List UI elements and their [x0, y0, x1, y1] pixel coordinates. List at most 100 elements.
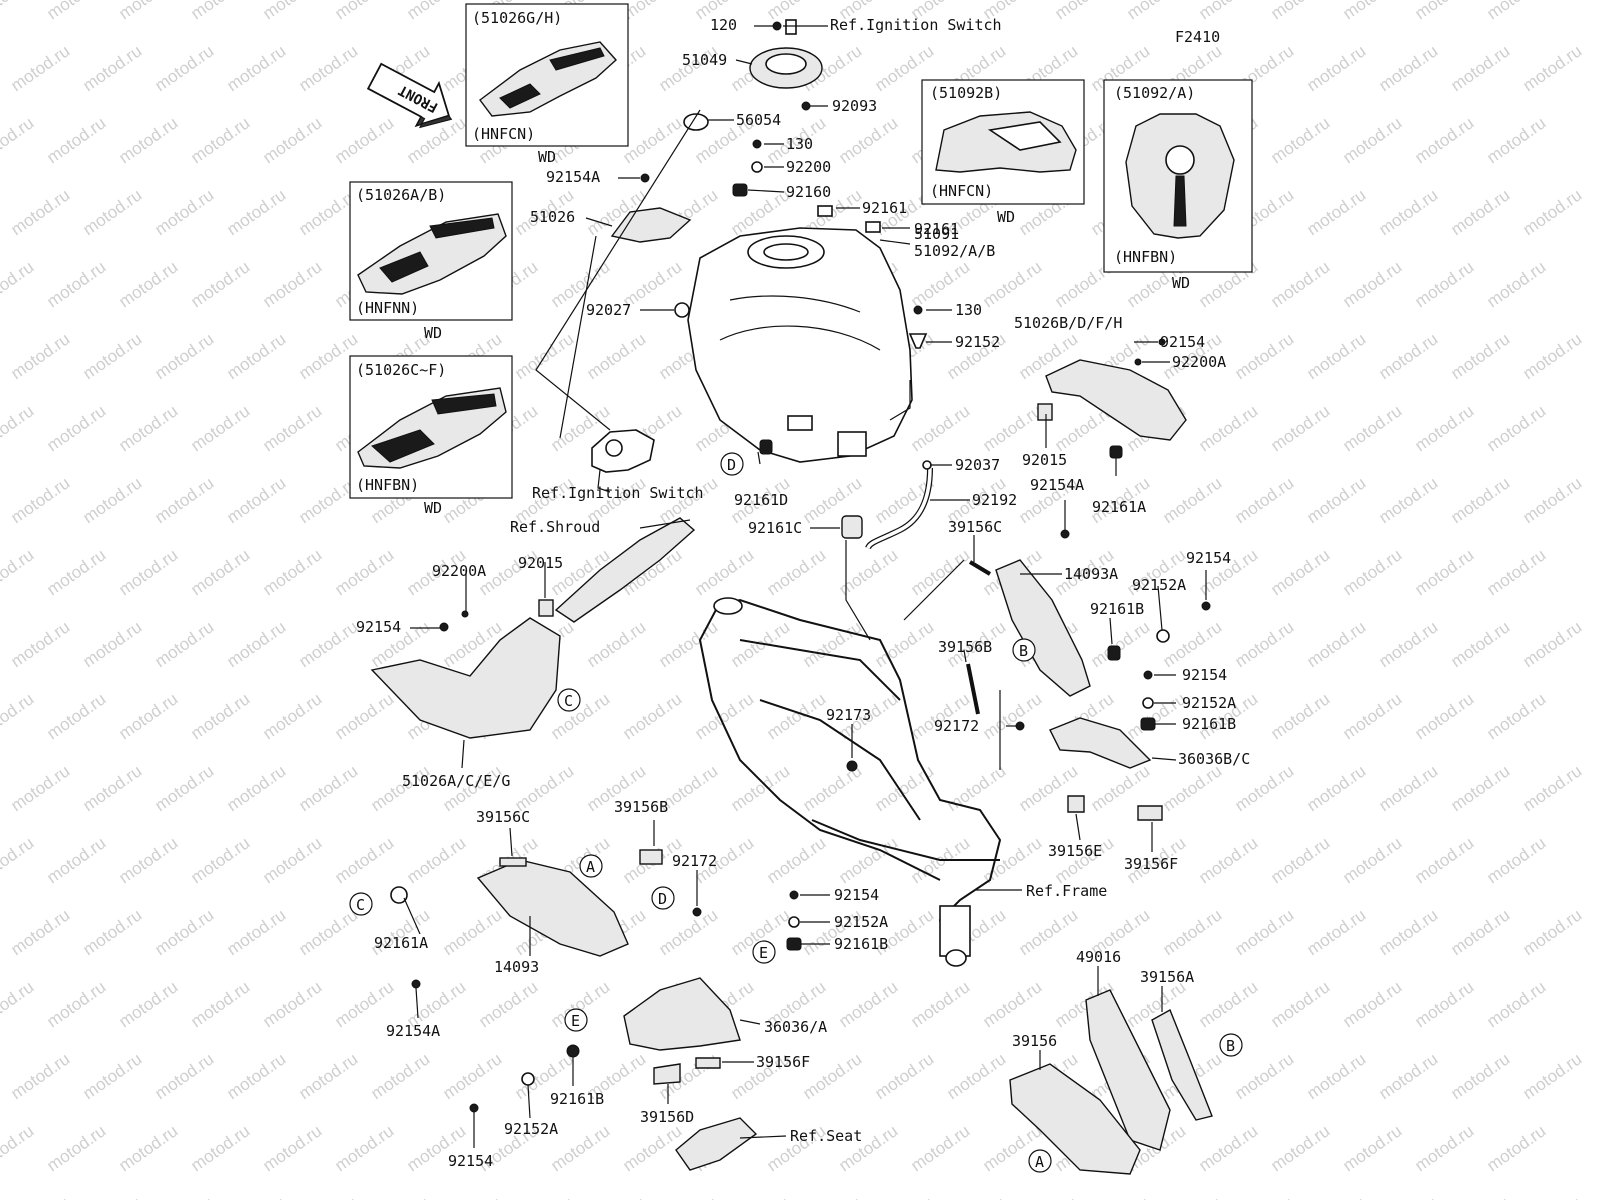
part-label[interactable]: 92152A — [504, 1120, 558, 1138]
part-label[interactable]: 92154 — [356, 618, 401, 636]
part-label[interactable]: 92172 — [672, 852, 717, 870]
watermark-text: motod.ru — [655, 1193, 721, 1200]
part-label[interactable]: 39156 — [1012, 1032, 1057, 1050]
part-label[interactable]: 39156F — [756, 1053, 810, 1071]
watermark-text: motod.ru — [835, 545, 901, 599]
part-label[interactable]: 51091 — [914, 225, 959, 243]
part-label[interactable]: 92192 — [972, 491, 1017, 509]
watermark-text: motod.ru — [295, 617, 361, 671]
part-label[interactable]: 39156C — [948, 518, 1002, 536]
part-label[interactable]: 36036/A — [764, 1018, 827, 1036]
part-label[interactable]: 92152A — [1182, 694, 1236, 712]
watermark-text: motod.ru — [223, 905, 289, 959]
watermark-text: motod.ru — [763, 689, 829, 743]
watermark-text: motod.ru — [7, 761, 73, 815]
watermark-text: motod.ru — [1159, 473, 1225, 527]
watermark-text: motod.ru — [439, 1049, 505, 1103]
watermark-text: motod.ru — [1483, 545, 1549, 599]
part-label[interactable]: 92154 — [1182, 666, 1227, 684]
callout-d-left[interactable]: D — [651, 886, 675, 910]
part-label[interactable]: 39156A — [1140, 968, 1194, 986]
watermark-text: motod.ru — [223, 473, 289, 527]
part-label[interactable]: 92027 — [586, 301, 631, 319]
part-label[interactable]: 120 — [710, 16, 737, 34]
part-label[interactable]: 92154A — [1030, 476, 1084, 494]
callout-c-lower[interactable]: C — [349, 892, 373, 916]
callout-a-lower[interactable]: A — [1028, 1149, 1052, 1173]
part-label[interactable]: 92160 — [786, 183, 831, 201]
part-label[interactable]: 56054 — [736, 111, 781, 129]
callout-b-lower[interactable]: B — [1219, 1033, 1243, 1057]
callout-e-center[interactable]: E — [752, 940, 776, 964]
callout-c-left[interactable]: C — [557, 688, 581, 712]
part-label[interactable]: 51092/A/B — [914, 242, 995, 260]
part-label[interactable]: 14093 — [494, 958, 539, 976]
watermark-text: motod.ru — [907, 977, 973, 1031]
part-label[interactable]: 39156D — [640, 1108, 694, 1126]
callout-e-left[interactable]: E — [564, 1008, 588, 1032]
part-label[interactable]: 92015 — [1022, 451, 1067, 469]
part-label[interactable]: 130 — [786, 135, 813, 153]
part-label[interactable]: 39156E — [1048, 842, 1102, 860]
part-label[interactable]: 92154A — [386, 1022, 440, 1040]
part-label[interactable]: 92161A — [1092, 498, 1146, 516]
part-label[interactable]: 92200A — [1172, 353, 1226, 371]
watermark-text: motod.ru — [1015, 905, 1081, 959]
part-label[interactable]: 39156C — [476, 808, 530, 826]
watermark-text: motod.ru — [763, 833, 829, 887]
part-label[interactable]: 92161B — [1090, 600, 1144, 618]
part-label[interactable]: 36036B/C — [1178, 750, 1250, 768]
part-label[interactable]: 92161B — [1182, 715, 1236, 733]
part-label[interactable]: 92161 — [914, 220, 959, 238]
part-label[interactable]: 92161B — [550, 1090, 604, 1108]
callout-circles[interactable]: D C B A D C E E — [349, 452, 1243, 1173]
part-label[interactable]: 92161C — [748, 519, 802, 537]
part-label[interactable]: Ref.Seat — [790, 1127, 862, 1145]
part-label[interactable]: 92200 — [786, 158, 831, 176]
part-label[interactable]: 92152A — [1132, 576, 1186, 594]
part-label[interactable]: 92154 — [834, 886, 879, 904]
part-label[interactable]: 92161B — [834, 935, 888, 953]
part-label[interactable]: 39156B — [938, 638, 992, 656]
part-label[interactable]: 51026B/D/F/H — [1014, 314, 1122, 332]
part-label[interactable]: 92037 — [955, 456, 1000, 474]
part-label[interactable]: 92152A — [834, 913, 888, 931]
part-label[interactable]: 130 — [955, 301, 982, 319]
watermark-text: motod.ru — [259, 833, 325, 887]
part-label[interactable]: 92154A — [546, 168, 600, 186]
part-label[interactable]: 92161 — [862, 199, 907, 217]
part-label[interactable]: 92015 — [518, 554, 563, 572]
part-label[interactable]: 92161A — [374, 934, 428, 952]
watermark-text: motod.ru — [115, 833, 181, 887]
watermark-text: motod.ru — [151, 185, 217, 239]
variant-box-51092a: (51092/A) (HNFBN) WD — [1103, 79, 1253, 292]
part-label[interactable]: 51026 — [530, 208, 575, 226]
part-label[interactable]: 92161D — [734, 491, 788, 509]
part-label[interactable]: 51049 — [682, 51, 727, 69]
part-label[interactable]: Ref.Shroud — [510, 518, 600, 536]
part-label[interactable]: 92173 — [826, 706, 871, 724]
part-label[interactable]: 92152 — [955, 333, 1000, 351]
part-label[interactable]: 92154 — [448, 1152, 493, 1170]
callout-d-upper[interactable]: D — [720, 452, 744, 476]
watermark-text: motod.ru — [0, 401, 37, 455]
part-label[interactable]: 39156F — [1124, 855, 1178, 873]
part-label[interactable]: Ref.Ignition Switch — [532, 484, 704, 502]
part-label[interactable]: Ref.Ignition Switch — [830, 16, 1002, 34]
part-label[interactable]: Ref.Frame — [1026, 882, 1107, 900]
watermark-text: motod.ru — [1375, 473, 1441, 527]
part-label[interactable]: 92200A — [432, 562, 486, 580]
watermark-text: motod.ru — [1483, 833, 1549, 887]
part-label[interactable]: 92172 — [934, 717, 979, 735]
part-label[interactable]: 92093 — [832, 97, 877, 115]
part-label[interactable]: 49016 — [1076, 948, 1121, 966]
part-label[interactable]: 92154 — [1186, 549, 1231, 567]
callout-a-left[interactable]: A — [579, 854, 603, 878]
watermark-text: motod.ru — [727, 1193, 793, 1200]
callout-b-right[interactable]: B — [1012, 638, 1036, 662]
part-label[interactable]: 92154 — [1160, 333, 1205, 351]
part-label[interactable]: 51026A/C/E/G — [402, 772, 510, 790]
part-label[interactable]: 39156B — [614, 798, 668, 816]
part-label[interactable]: 14093A — [1064, 565, 1118, 583]
